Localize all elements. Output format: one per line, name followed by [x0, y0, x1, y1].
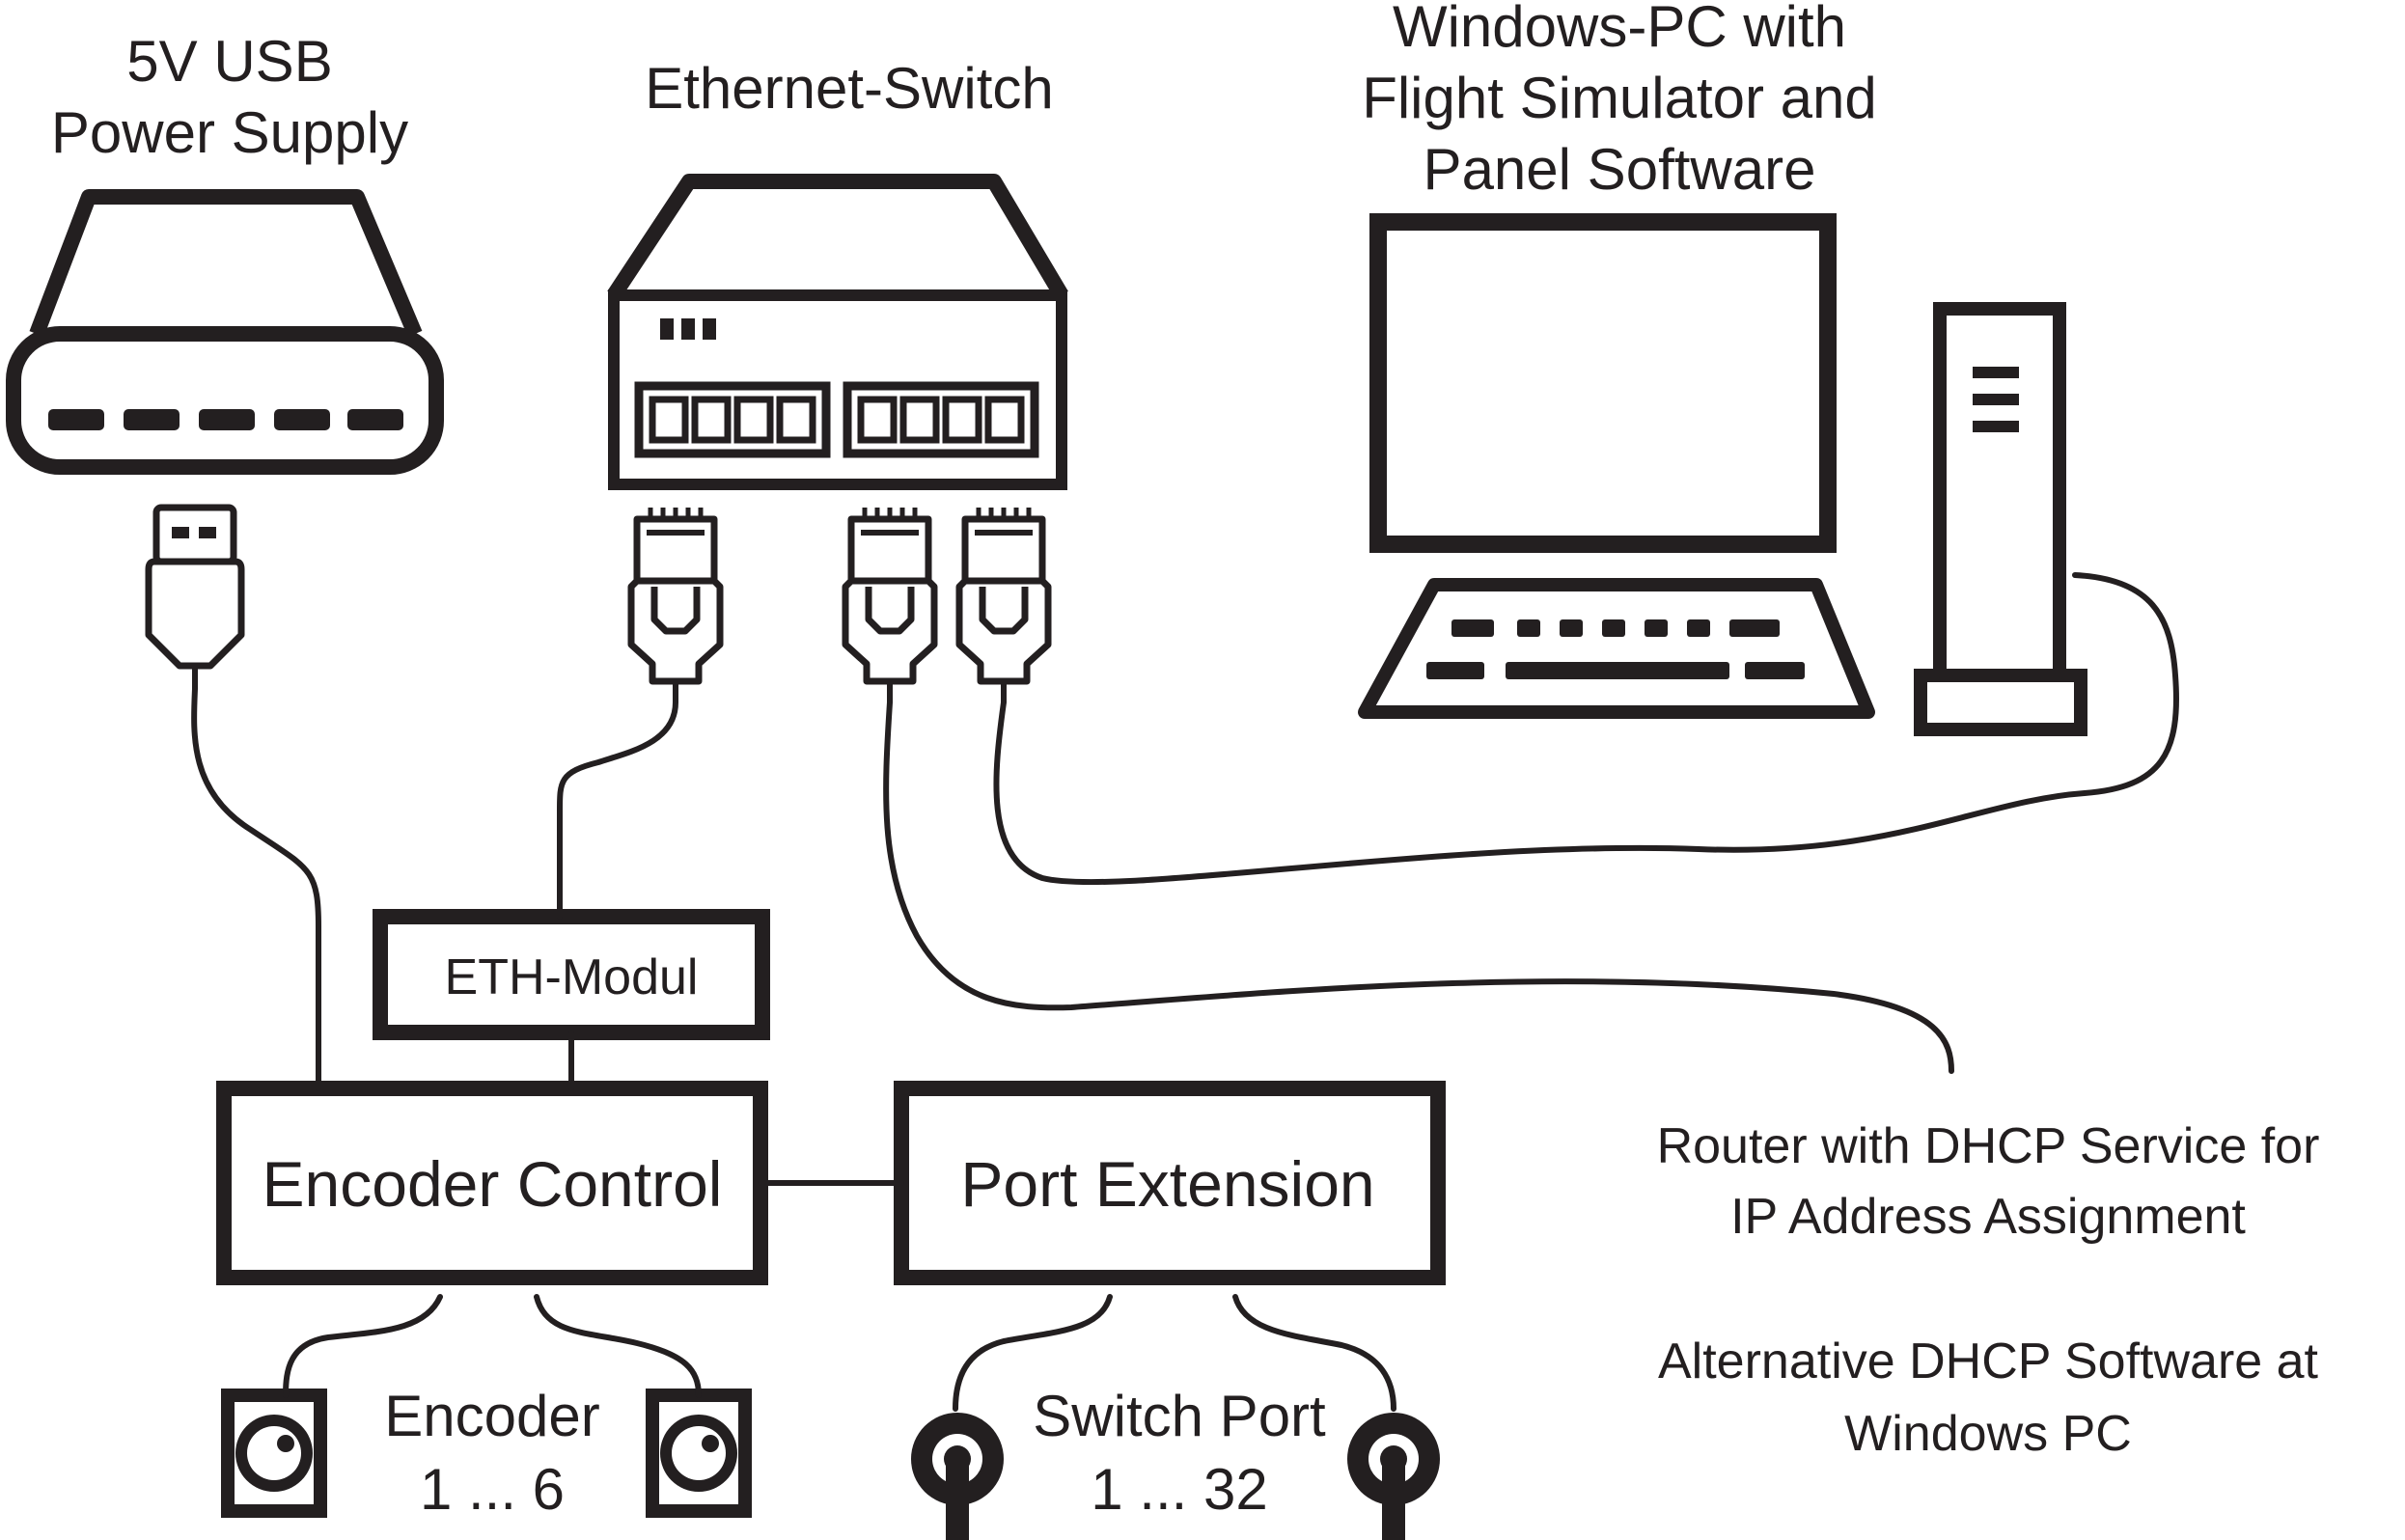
power-supply-title-line1: 5V USB: [126, 29, 332, 94]
encoder-left-wire: [283, 1294, 443, 1398]
port-extension-label: Port Extension: [960, 1148, 1374, 1220]
port-extension-box: Port Extension: [894, 1081, 1446, 1285]
pc-title-line3: Panel Software: [1424, 137, 1816, 202]
encoder-label-line2: 1 ... 6: [420, 1457, 565, 1522]
pc-title-line1: Windows-PC with: [1393, 0, 1846, 59]
encoder-control-label: Encoder Control: [263, 1148, 723, 1220]
encoder-left-icon: [221, 1389, 327, 1518]
alt-dhcp-note-line1: Alternative DHCP Software at: [1658, 1334, 2319, 1389]
toggle-switch-right-icon: [1347, 1413, 1440, 1540]
ethernet-switch-icon: [607, 174, 1068, 490]
usb-plug-icon: [145, 504, 245, 689]
rj45-plug-pc-icon: [959, 508, 1048, 702]
encoder-control-box: Encoder Control: [216, 1081, 768, 1285]
eth-module-label: ETH-Modul: [445, 949, 699, 1005]
switch-left-wire: [953, 1294, 1113, 1412]
encoder-right-icon: [646, 1389, 752, 1518]
encoder-right-wire: [534, 1294, 702, 1398]
power-bank-icon: [6, 189, 444, 475]
pc-tower-icon: [1914, 302, 2087, 736]
toggle-switch-left-icon: [911, 1413, 1004, 1540]
router-note-line2: IP Address Assignment: [1730, 1189, 2246, 1245]
eth-module-cable: [557, 700, 678, 920]
encoder-label-line1: Encoder: [384, 1384, 599, 1448]
router-cable: [883, 700, 1954, 1074]
switch-port-label-line2: 1 ... 32: [1091, 1457, 1267, 1522]
switch-port-label-line1: Switch Port: [1033, 1384, 1326, 1448]
switch-right-wire: [1232, 1294, 1396, 1412]
alt-dhcp-note-line2: Windows PC: [1844, 1406, 2132, 1462]
usb-power-cable: [191, 686, 321, 1091]
monitor-icon: [1369, 213, 1837, 553]
rj45-plug-eth-module-icon: [631, 508, 720, 702]
pc-title-line2: Flight Simulator and: [1362, 66, 1877, 130]
power-supply-title-line2: Power Supply: [51, 100, 408, 165]
keyboard-icon: [1358, 578, 1875, 719]
ethernet-switch-title: Ethernet-Switch: [645, 56, 1054, 121]
pc-network-cable: [993, 572, 2179, 886]
eth-module-box: ETH-Modul: [373, 909, 770, 1040]
cables: [191, 572, 2179, 1412]
router-note-line1: Router with DHCP Service for: [1657, 1118, 2320, 1174]
rj45-plug-router-icon: [845, 508, 934, 702]
